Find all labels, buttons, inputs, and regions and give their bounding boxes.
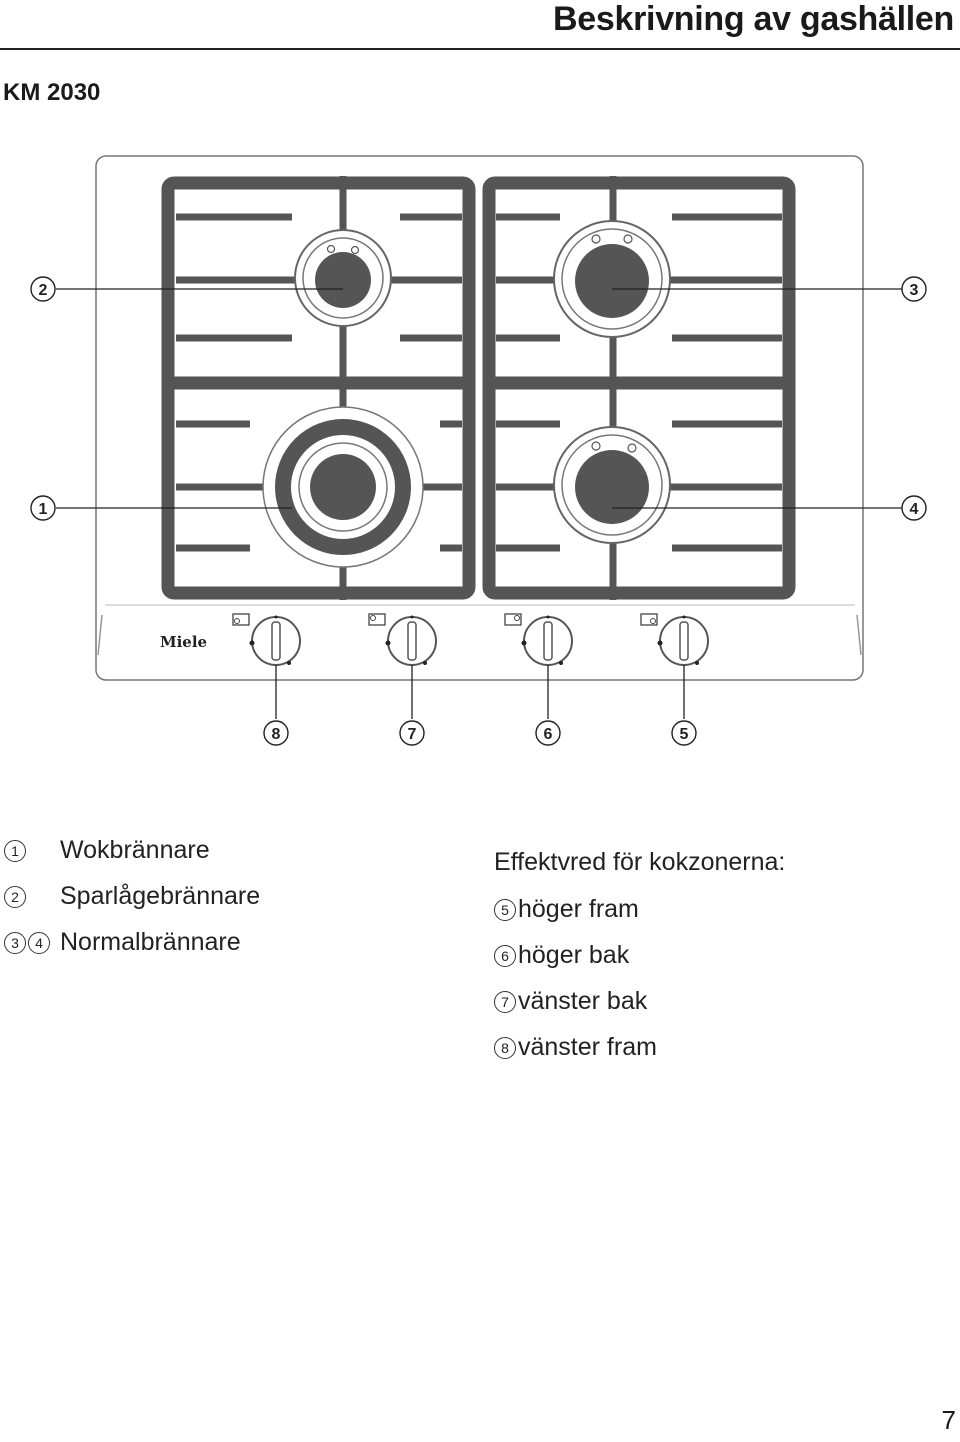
knob-6-rear-right bbox=[504, 613, 573, 666]
number-badge: 2 bbox=[4, 886, 26, 909]
page-title: Beskrivning av gashällen bbox=[553, 0, 954, 38]
header-rule bbox=[0, 48, 960, 50]
legend-text: Wokbrännare bbox=[60, 836, 210, 864]
legend-text: höger fram bbox=[518, 895, 639, 923]
burner-3-normal bbox=[553, 220, 671, 338]
legend-item-simmer: 2 Sparlågebrännare bbox=[4, 882, 260, 911]
leader-lines bbox=[56, 288, 902, 719]
svg-text:4: 4 bbox=[910, 501, 919, 518]
number-badge: 4 bbox=[28, 932, 50, 955]
knob-7-rear-left bbox=[368, 613, 437, 666]
callout-8: 8 bbox=[263, 720, 289, 746]
callout-5: 5 bbox=[671, 720, 697, 746]
legend-item-wok: 1 Wokbrännare bbox=[4, 836, 210, 865]
number-badge: 7 bbox=[494, 991, 516, 1014]
callout-2: 2 bbox=[30, 276, 56, 302]
number-badge: 3 bbox=[4, 932, 26, 955]
callout-4: 4 bbox=[901, 495, 927, 521]
svg-text:6: 6 bbox=[544, 726, 553, 743]
legend-text: Sparlågebrännare bbox=[60, 882, 261, 910]
number-badge: 6 bbox=[494, 945, 516, 968]
knob-5-front-right bbox=[640, 613, 709, 666]
burner-2-simmer bbox=[294, 229, 392, 327]
model-label: KM 2030 bbox=[3, 79, 101, 106]
number-badge: 5 bbox=[494, 899, 516, 922]
legend-heading: Effektvred för kokzonerna: bbox=[494, 848, 786, 876]
pan-supports bbox=[161, 176, 796, 600]
svg-text:2: 2 bbox=[39, 282, 48, 299]
number-badge: 8 bbox=[494, 1037, 516, 1060]
number-badge: 1 bbox=[4, 840, 26, 863]
svg-text:5: 5 bbox=[680, 726, 689, 743]
callout-3: 3 bbox=[901, 276, 927, 302]
callout-7: 7 bbox=[399, 720, 425, 746]
page-number: 7 bbox=[941, 1405, 956, 1435]
callout-6: 6 bbox=[535, 720, 561, 746]
hob-body bbox=[95, 155, 864, 681]
legend-text: höger bak bbox=[518, 941, 630, 969]
legend-text: vänster bak bbox=[518, 987, 648, 1015]
svg-text:8: 8 bbox=[272, 726, 281, 743]
svg-text:1: 1 bbox=[39, 501, 48, 518]
pan-support-fingers bbox=[176, 176, 782, 600]
burner-4-normal bbox=[553, 426, 671, 544]
svg-text:3: 3 bbox=[910, 282, 919, 299]
svg-text:7: 7 bbox=[408, 726, 417, 743]
legend-text: Normalbrännare bbox=[60, 928, 241, 956]
gas-hob-diagram: Miele bbox=[30, 155, 927, 746]
callout-1: 1 bbox=[30, 495, 56, 521]
burner-1-wok bbox=[262, 406, 424, 568]
brand-logo: Miele bbox=[160, 633, 207, 651]
legend-text: vänster fram bbox=[518, 1033, 657, 1061]
